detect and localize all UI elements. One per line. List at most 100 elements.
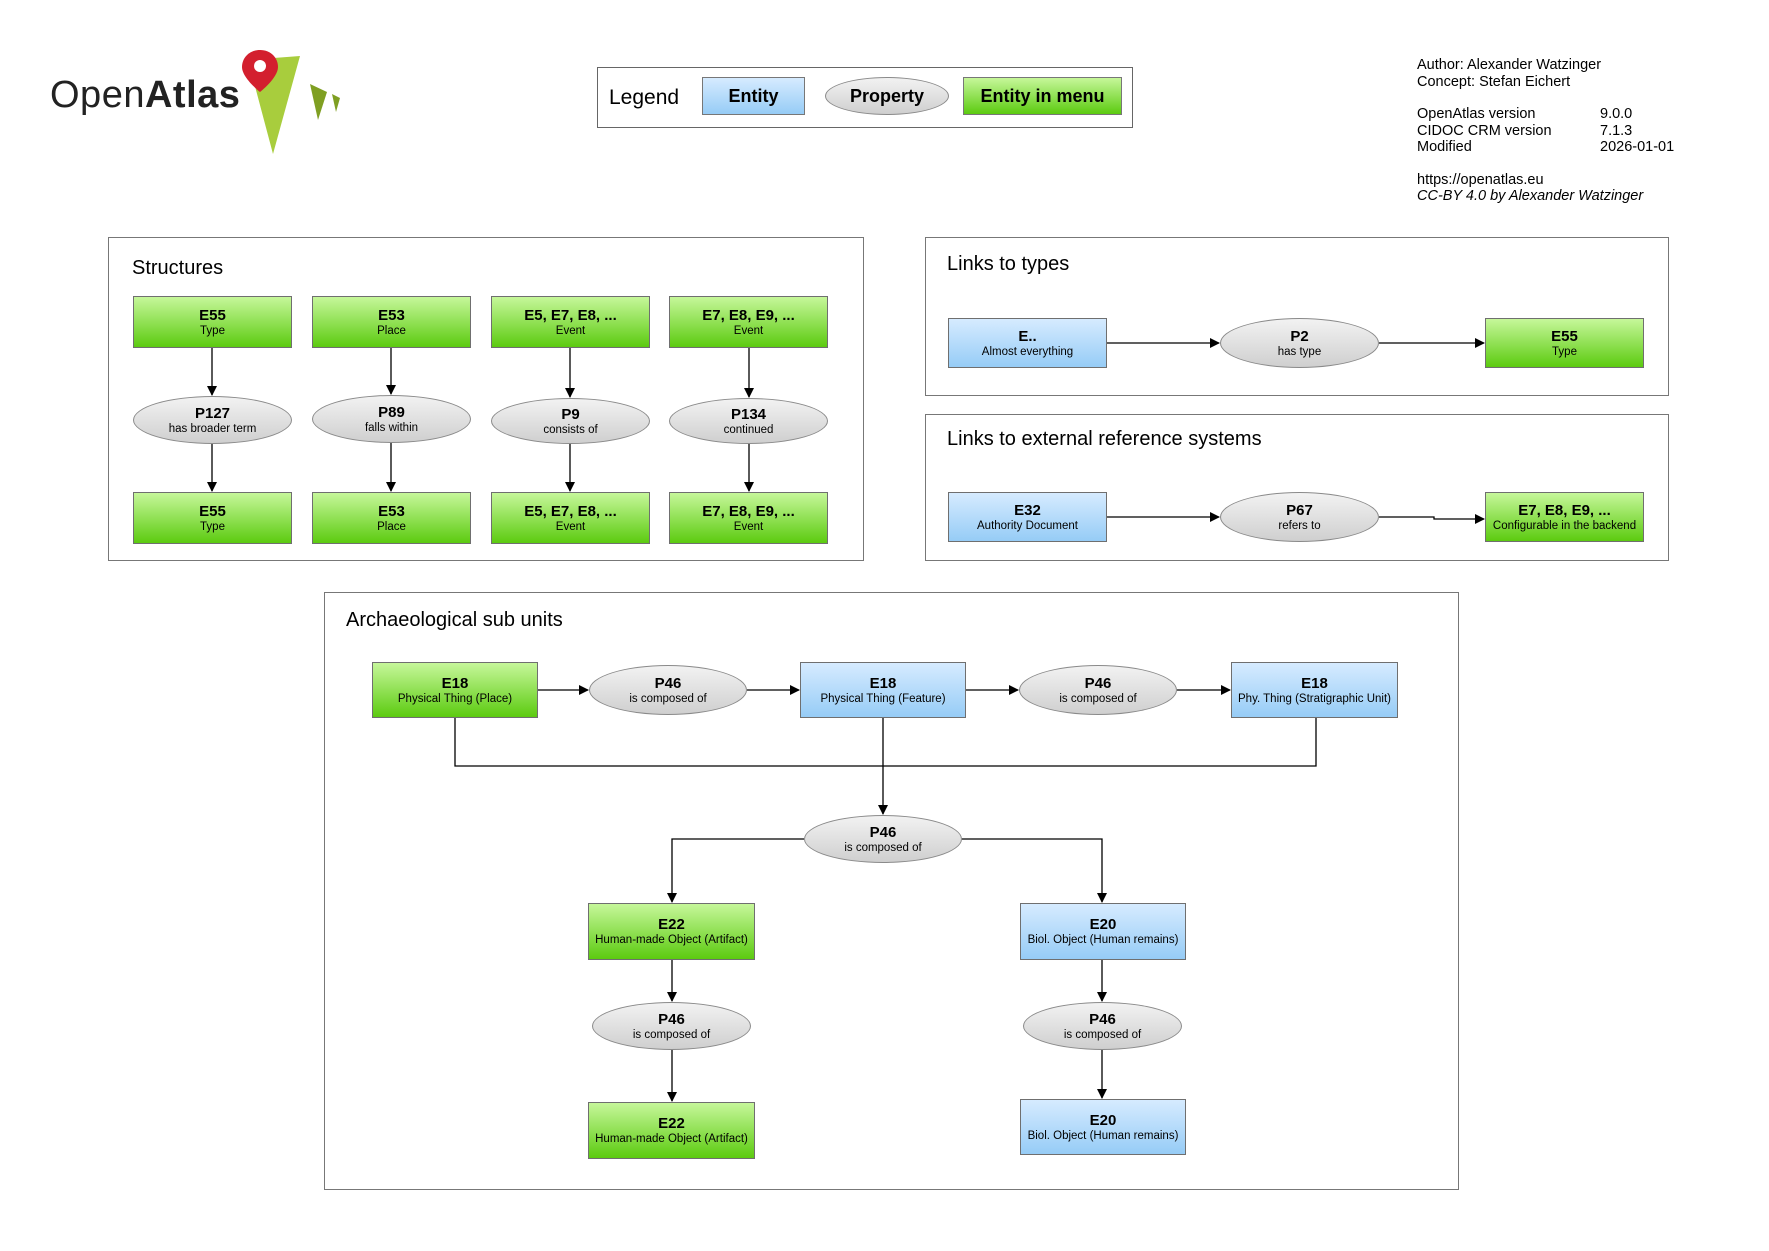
openatlas-logo-text: OpenAtlas: [50, 74, 240, 117]
node-label: is composed of: [844, 841, 922, 854]
node-label: Phy. Thing (Stratigraphic Unit): [1238, 692, 1391, 705]
node-code: E7, E8, E9, ...: [702, 502, 795, 520]
node-code: E53: [378, 502, 405, 520]
node-code: E22: [658, 916, 685, 933]
legend-entity-in-menu: Entity in menu: [963, 77, 1122, 115]
modified-label: Modified: [1417, 139, 1472, 155]
node-label: Authority Document: [977, 519, 1078, 532]
node-label: Biol. Object (Human remains): [1027, 934, 1179, 946]
node-label: Type: [200, 520, 225, 533]
cidoc-version-value: 7.1.3: [1600, 122, 1633, 139]
node-label: is composed of: [1063, 1028, 1142, 1041]
node-code: P9: [561, 405, 580, 423]
node-label: Physical Thing (Feature): [820, 692, 946, 705]
node-label: Human-made Object (Artifact): [595, 1133, 748, 1145]
website-link[interactable]: https://openatlas.eu: [1417, 171, 1544, 188]
node-code: E20: [1089, 916, 1117, 933]
node-code: P46: [654, 674, 682, 692]
panel-links-to-types: Links to types: [925, 237, 1669, 396]
logo-triangle-small: [310, 84, 327, 120]
node-label: Physical Thing (Place): [397, 692, 513, 705]
node-event-bottom-a: E5, E7, E8, ...Event: [491, 492, 650, 544]
logo-triangle-tiny: [332, 94, 340, 112]
openatlas-version-value: 9.0.0: [1600, 106, 1633, 122]
node-label: Place: [377, 520, 406, 533]
panel-title-structures: Structures: [132, 257, 224, 279]
node-code: E5, E7, E8, ...: [524, 306, 617, 324]
node-configurable-entity: E7, E8, E9, ...Configurable in the backe…: [1485, 492, 1644, 542]
node-label: has type: [1277, 345, 1322, 358]
legend-label: Legend: [609, 86, 680, 109]
panel-title-types: Links to types: [947, 253, 1070, 275]
node-label: is composed of: [1059, 692, 1137, 705]
node-code: E53: [378, 306, 405, 324]
node-code: P46: [658, 1010, 685, 1028]
node-label: Almost everything: [981, 345, 1074, 358]
node-code: E18: [869, 674, 897, 692]
cidoc-version-row: CIDOC CRM version 7.1.3: [1417, 123, 1674, 140]
arrow-ext-2: [1379, 514, 1485, 524]
node-code: P46: [1084, 674, 1112, 692]
node-label: is composed of: [629, 692, 707, 705]
node-label: Event: [555, 324, 586, 337]
node-code: E18: [1301, 674, 1328, 692]
node-label: Biol. Object (Human remains): [1027, 1129, 1179, 1142]
node-code: P127: [194, 404, 231, 422]
modified-value: 2026-01-01: [1600, 139, 1675, 155]
arrow-a-left: [667, 838, 804, 903]
logo-text-bold: Atlas: [144, 74, 241, 116]
node-event-top-b: E7, E8, E9, ...Event: [669, 296, 828, 348]
node-code: P89: [378, 403, 405, 421]
node-label: Human-made Object (Artifact): [595, 934, 748, 946]
logo-text-regular: Open: [50, 74, 145, 116]
node-label: Type: [1552, 345, 1577, 358]
legend-entity: Entity: [702, 77, 805, 115]
modified-row: Modified 2026-01-01: [1417, 139, 1674, 156]
cidoc-version-label: CIDOC CRM version: [1417, 122, 1552, 139]
node-label: continued: [723, 423, 774, 436]
openatlas-logo-mark: [242, 50, 340, 154]
concept-text: Concept: Stefan Eichert: [1417, 73, 1571, 90]
info-block: Author: Alexander Watzinger Concept: Ste…: [1417, 57, 1674, 205]
node-code: P67: [1286, 501, 1313, 519]
node-code: E55: [1551, 327, 1578, 345]
line-merge: [454, 718, 1317, 767]
node-code: E32: [1014, 501, 1041, 519]
node-label: Event: [733, 324, 764, 337]
node-label: consists of: [543, 423, 598, 436]
node-code: E..: [1018, 327, 1037, 345]
node-code: P134: [730, 405, 767, 423]
node-event-bottom-b: E7, E8, E9, ...Event: [669, 492, 828, 544]
node-code: E5, E7, E8, ...: [524, 502, 617, 520]
map-pin-hole: [254, 60, 266, 72]
legend-property: Property: [825, 77, 949, 115]
node-code: E55: [199, 502, 226, 520]
node-code: E18: [441, 674, 469, 692]
node-code: E55: [199, 306, 226, 324]
node-label: Type: [200, 324, 225, 337]
